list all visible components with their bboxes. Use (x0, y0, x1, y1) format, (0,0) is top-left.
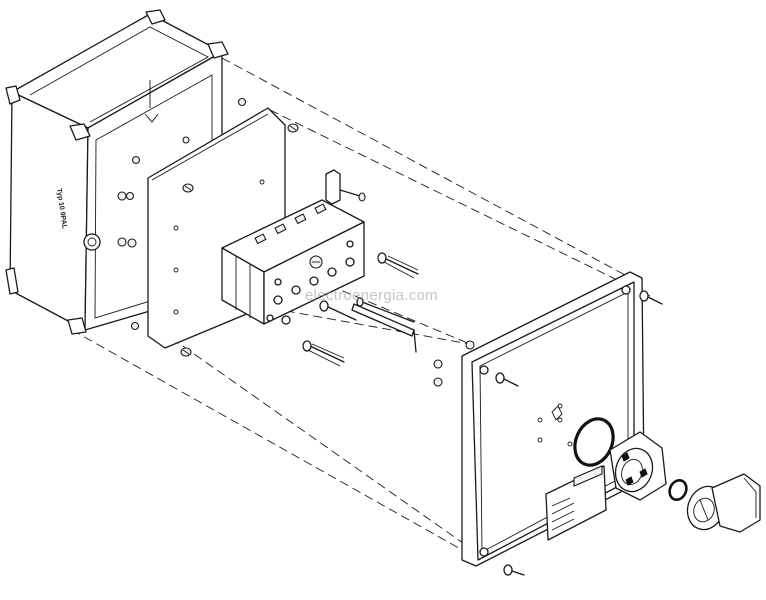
screw-icon (465, 340, 475, 350)
watermark-text: electroenergia.com (305, 287, 438, 304)
extension-rod (351, 303, 417, 353)
front-cover (461, 271, 645, 567)
small-o-ring-icon (668, 479, 688, 501)
plate-screws (180, 123, 299, 357)
front-screws (433, 290, 663, 576)
screw-icon (639, 290, 663, 305)
switch-mechanism (221, 199, 365, 325)
shaft-adapter (609, 431, 667, 501)
screw-icon (182, 183, 194, 193)
screw-icon (433, 377, 443, 387)
long-screw-icon (356, 297, 415, 323)
rotary-handle-icon (686, 473, 761, 533)
long-screws (302, 252, 419, 367)
long-screw-icon (319, 300, 357, 321)
assembly-guide-lines (71, 57, 651, 561)
enclosure-box (5, 9, 247, 335)
screw-icon (495, 372, 519, 387)
screw-icon (503, 564, 525, 576)
long-screw-icon (377, 252, 419, 279)
top-bracket (325, 169, 366, 205)
long-screw-icon (302, 340, 345, 367)
screw-icon (180, 347, 192, 357)
screw-icon (433, 359, 443, 369)
screw-icon (287, 123, 299, 133)
